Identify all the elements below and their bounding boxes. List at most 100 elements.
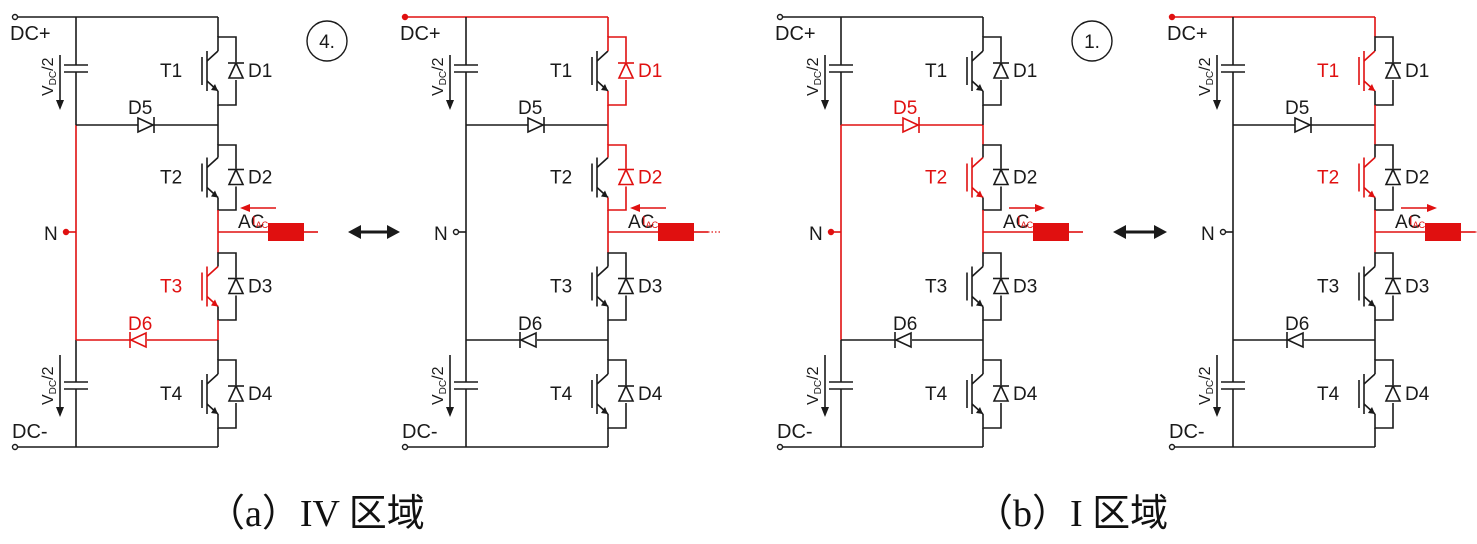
- d1-diode: [1384, 61, 1402, 79]
- d5-diode: [902, 116, 920, 134]
- vdc-label: VDC/2: [805, 57, 824, 96]
- diode-loop: [982, 252, 1002, 278]
- t2-label: T2: [550, 168, 572, 189]
- double-arrow-head: [1113, 225, 1126, 239]
- d2-label: D2: [1013, 168, 1037, 189]
- t1-label: T1: [925, 61, 947, 82]
- d1-diode: [617, 61, 635, 79]
- emitter-arrow: [1368, 299, 1375, 307]
- t4-label: T4: [550, 384, 573, 405]
- t4-label: T4: [925, 384, 948, 405]
- neutral-terminal: [827, 228, 835, 236]
- vdc-arrowhead: [446, 407, 454, 417]
- d3-diode: [617, 276, 635, 295]
- ac-label: AC: [628, 212, 654, 233]
- caption-a: （a）IV 区域: [207, 493, 425, 535]
- collector: [971, 50, 984, 62]
- diode-loop: [1374, 36, 1394, 62]
- collector: [971, 265, 984, 278]
- ac-load: [658, 223, 694, 241]
- d3-label: D3: [1013, 277, 1037, 298]
- emitter-arrow: [976, 407, 983, 414]
- vdc-arrowhead: [56, 100, 64, 110]
- vdc-label: VDC/2: [40, 57, 59, 96]
- diode-loop: [607, 252, 627, 278]
- diode-loop: [982, 359, 1002, 385]
- diode-loop: [1374, 144, 1394, 169]
- t1-label: T1: [550, 61, 572, 82]
- diode-loop: [217, 252, 237, 278]
- d2-diode: [992, 167, 1010, 186]
- d2-diode: [227, 167, 245, 186]
- collector: [206, 50, 219, 62]
- dc-minus-terminal: [11, 443, 19, 451]
- iac-label: IAC: [1409, 213, 1426, 230]
- dc-minus-terminal: [401, 443, 409, 451]
- d4-diode: [617, 384, 635, 402]
- diode-loop: [607, 80, 627, 106]
- diode-loop: [607, 295, 627, 321]
- diode-loop: [1374, 295, 1394, 321]
- diode-loop: [217, 403, 237, 429]
- diode-loop: [217, 80, 237, 106]
- neutral-label: N: [1201, 224, 1215, 245]
- t1-label: T1: [160, 61, 182, 82]
- vdc-arrowhead: [446, 100, 454, 110]
- dc-plus-terminal: [401, 13, 409, 21]
- iac-label: IAC: [252, 213, 269, 230]
- diode-loop: [982, 36, 1002, 62]
- diode-loop: [607, 359, 627, 385]
- step-badge-text: 1.: [1084, 32, 1100, 53]
- emitter-arrow: [976, 84, 983, 91]
- double-arrow-2: [1113, 225, 1167, 239]
- diode-loop: [217, 144, 237, 169]
- diode-loop: [217, 359, 237, 385]
- emitter-arrow: [601, 299, 608, 307]
- vdc-label: VDC/2: [40, 366, 59, 405]
- diode-loop: [1374, 252, 1394, 278]
- d3-label: D3: [248, 277, 272, 298]
- t3-label: T3: [925, 277, 947, 298]
- d6-label: D6: [518, 314, 542, 335]
- t3-label: T3: [1317, 277, 1339, 298]
- vdc-arrowhead: [821, 100, 829, 110]
- collector: [206, 156, 219, 169]
- d2-label: D2: [248, 168, 272, 189]
- d2-label: D2: [638, 168, 662, 189]
- diode-loop: [982, 80, 1002, 106]
- diode-loop: [217, 36, 237, 62]
- d1-diode: [992, 61, 1010, 79]
- t3-label: T3: [160, 277, 182, 298]
- neutral-terminal: [452, 228, 460, 236]
- d5-label: D5: [518, 98, 542, 119]
- d6-diode: [519, 331, 537, 349]
- d1-diode: [227, 61, 245, 79]
- emitter-arrow: [601, 84, 608, 91]
- d4-diode: [227, 384, 245, 402]
- d3-label: D3: [1405, 277, 1429, 298]
- emitter-arrow: [601, 407, 608, 414]
- diode-loop: [607, 36, 627, 62]
- collector: [1363, 265, 1376, 278]
- diode-loop: [607, 144, 627, 169]
- double-arrow-head: [387, 225, 400, 239]
- collector: [1363, 50, 1376, 62]
- d6-label: D6: [128, 314, 152, 335]
- d3-label: D3: [638, 277, 662, 298]
- ac-load: [268, 223, 304, 241]
- d6-diode: [894, 331, 912, 349]
- diode-loop: [982, 186, 1002, 211]
- double-arrow-1: [348, 225, 400, 239]
- collector: [596, 265, 609, 278]
- d1-label: D1: [248, 61, 272, 82]
- vdc-label: VDC/2: [430, 57, 449, 96]
- vdc-arrowhead: [1213, 407, 1221, 417]
- vdc-arrowhead: [821, 407, 829, 417]
- vdc-label: VDC/2: [430, 366, 449, 405]
- diode-loop: [1374, 403, 1394, 429]
- emitter-arrow: [211, 299, 218, 307]
- collector: [596, 373, 609, 385]
